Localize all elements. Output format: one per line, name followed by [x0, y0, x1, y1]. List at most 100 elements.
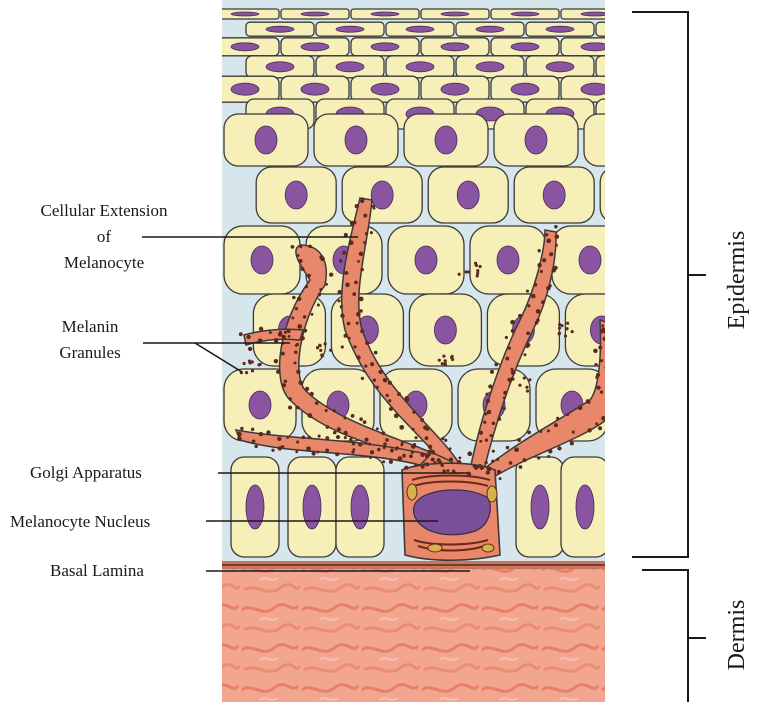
keratinocyte-nucleus [476, 62, 504, 72]
melanin-granule [492, 421, 496, 425]
melanin-granule [312, 451, 316, 455]
melanin-granule [305, 387, 309, 391]
melanin-granule [382, 460, 385, 463]
keratinocyte-nucleus [576, 485, 594, 529]
melanin-granule [578, 405, 583, 410]
keratinocyte [386, 56, 454, 78]
melanin-granule [359, 417, 363, 421]
melanin-granule [600, 329, 604, 333]
keratinocyte [409, 294, 481, 366]
melanin-granule [325, 283, 328, 286]
melanin-granule [483, 421, 486, 424]
keratinocyte [211, 38, 279, 56]
melanin-granule [237, 432, 242, 437]
keratinocyte-nucleus [231, 43, 259, 51]
keratinocyte [336, 457, 384, 557]
keratinocyte [281, 76, 349, 102]
melanin-granule [465, 270, 468, 273]
keratinocyte-nucleus [616, 26, 644, 32]
keratinocyte [342, 167, 422, 223]
melanin-granule [248, 360, 251, 363]
melanin-granule [546, 239, 551, 244]
label-cellular-extension-3: Melanocyte [64, 253, 144, 272]
melanin-granule [545, 233, 548, 236]
melanin-granule [361, 377, 364, 380]
melanin-granule [239, 332, 243, 336]
melanin-granule [399, 425, 404, 430]
keratinocyte-nucleus [371, 12, 399, 16]
melanin-granule [316, 346, 319, 349]
melanin-granule [325, 449, 329, 453]
melanin-granule [593, 349, 598, 354]
melanin-granule [354, 281, 358, 285]
keratinocyte [614, 369, 686, 441]
melanin-granule [519, 465, 523, 469]
melanin-granule [349, 240, 354, 245]
melanin-granule [565, 327, 568, 330]
melanin-granule [505, 336, 508, 339]
melanin-granule [558, 331, 561, 334]
melanin-granule [381, 431, 385, 435]
melanin-granule [370, 450, 374, 454]
melanin-granule [325, 436, 329, 440]
keratinocyte [316, 56, 384, 78]
melanin-granule [282, 383, 286, 387]
melanin-granule [282, 335, 286, 339]
melanin-granule [479, 440, 482, 443]
melanin-granule [240, 427, 243, 430]
keratinocyte [584, 114, 668, 166]
keratinocyte-nucleus [531, 485, 549, 529]
melanin-granule [259, 432, 263, 436]
keratinocyte-nucleus [511, 12, 539, 16]
melanin-granule [347, 322, 351, 326]
melanin-granule [338, 299, 341, 302]
melanin-granule [352, 442, 355, 445]
keratinocyte-nucleus [546, 62, 574, 72]
melanin-granule [376, 427, 379, 430]
region-brackets: Epidermis Dermis [632, 12, 750, 702]
melanin-granule [269, 331, 272, 334]
keratinocyte [388, 226, 464, 294]
melanin-granule [363, 420, 367, 424]
melanin-granule [570, 441, 574, 445]
melanin-granule [604, 330, 608, 334]
melanin-granule [317, 303, 320, 306]
melanin-granule [425, 454, 429, 458]
melanin-granule [526, 331, 530, 335]
melanin-granule [259, 327, 263, 331]
melanin-granule [342, 251, 346, 255]
keratinocyte [561, 76, 629, 102]
melanin-granule [437, 458, 441, 462]
melanin-granule [442, 355, 445, 358]
melanin-granule [600, 359, 603, 362]
melanin-granule [318, 293, 321, 296]
keratinocyte-nucleus [441, 43, 469, 51]
keratinocyte-nucleus [616, 62, 644, 72]
melanin-granule [540, 270, 543, 273]
melanin-granule [389, 407, 393, 411]
melanin-granule [556, 417, 559, 420]
melanin-granule [490, 370, 494, 374]
melanin-granule [596, 385, 600, 389]
keratinocyte [351, 38, 419, 56]
melanin-granule [242, 362, 245, 365]
melanin-granule [566, 413, 569, 416]
melanin-granule [294, 350, 297, 353]
melanin-granule [302, 436, 306, 440]
keratinocyte [491, 38, 559, 56]
melanin-granule [309, 392, 313, 396]
keratinocyte [231, 457, 279, 557]
keratinocyte-nucleus [231, 12, 259, 16]
melanin-granule [600, 390, 603, 393]
melanin-granule [355, 204, 359, 208]
keratinocyte-nucleus [639, 391, 661, 419]
keratinocyte-nucleus [406, 26, 434, 32]
keratinocyte-nucleus [629, 181, 651, 209]
keratinocyte [491, 76, 559, 102]
melanin-granule [333, 409, 336, 412]
melanin-granule [431, 458, 435, 462]
keratinocyte-nucleus [303, 485, 321, 529]
melanin-granule [491, 460, 494, 463]
melanin-granule [511, 370, 516, 375]
